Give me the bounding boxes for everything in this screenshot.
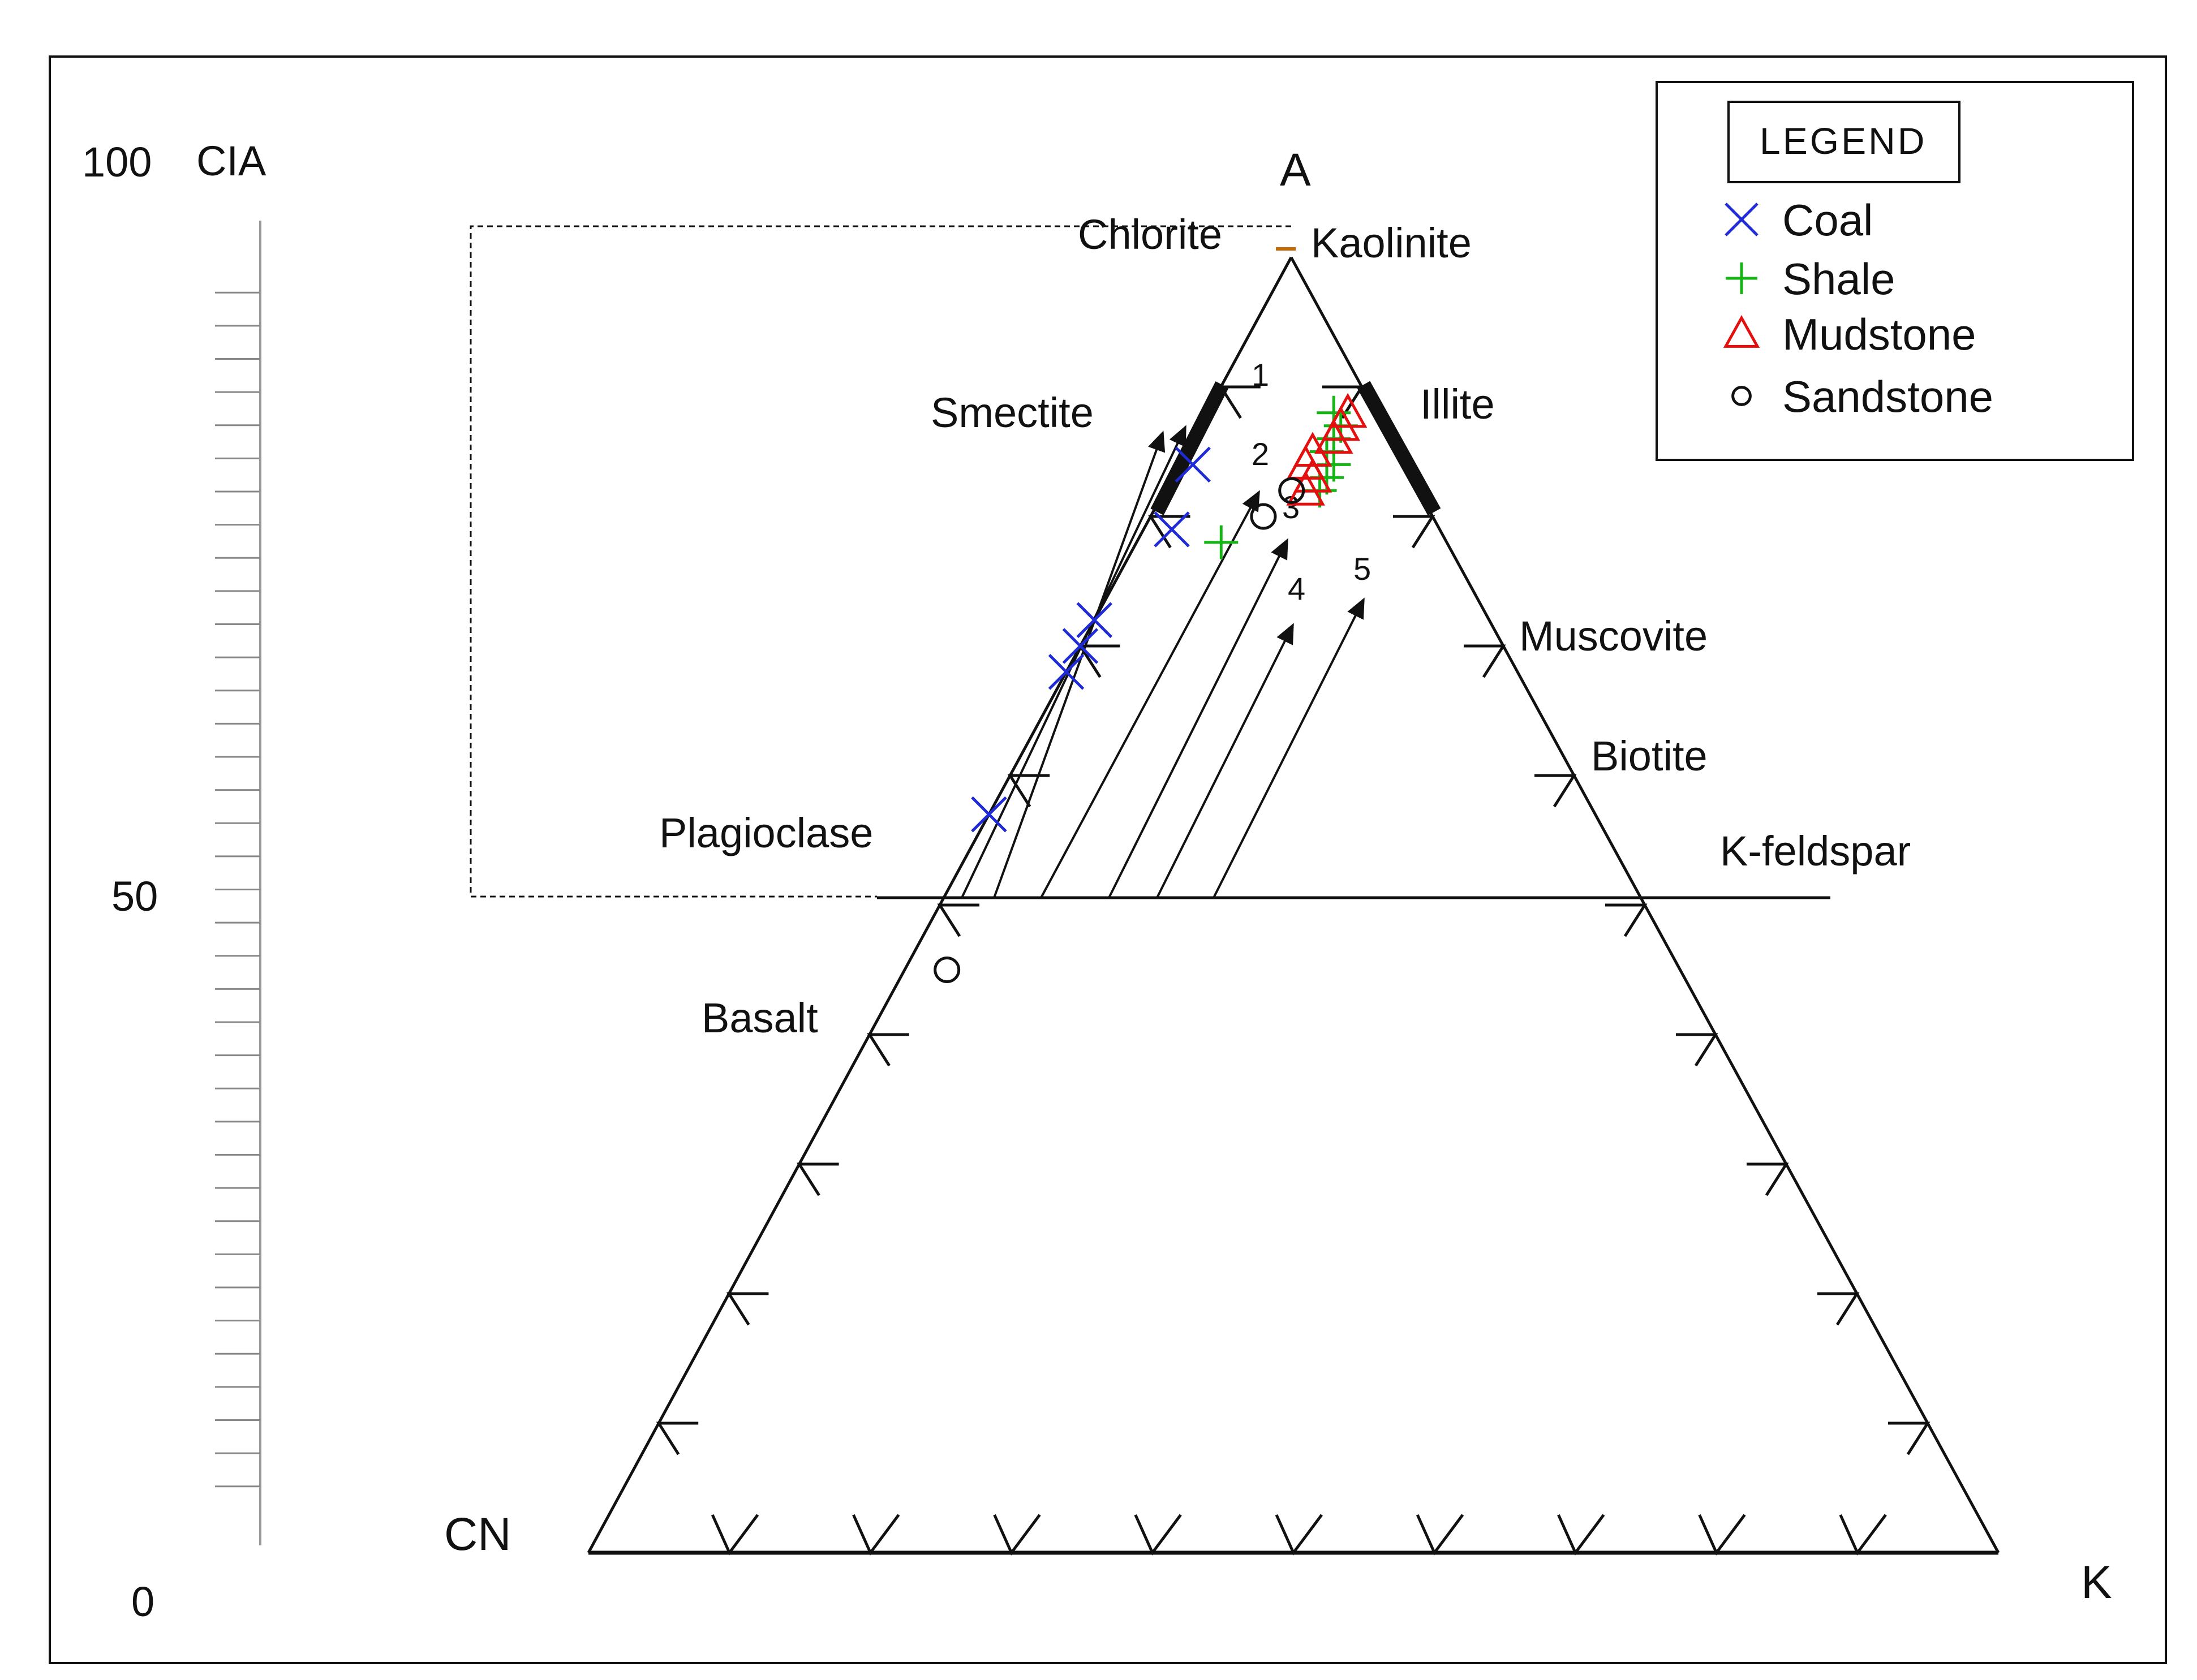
right-side-tick (1464, 644, 1506, 678)
coal-point (1076, 602, 1113, 638)
right-side-tick (1322, 385, 1365, 419)
trend-arrow (1040, 490, 1260, 898)
label-muscovite: Muscovite (1519, 613, 1708, 660)
label-k-feldspar: K-feldspar (1720, 828, 1911, 875)
mudstone-point (1314, 419, 1353, 454)
label-smectite: Smectite (931, 389, 1094, 436)
coal-point (971, 796, 1007, 833)
right-side-tick (1888, 1421, 1931, 1455)
label-chlorite: Chlorite (1078, 211, 1222, 258)
left-side-tick (656, 1421, 699, 1455)
base-tick (1275, 1514, 1323, 1556)
vertex-label-k: K (2081, 1557, 2112, 1608)
triangle-tick-marks (656, 385, 1931, 1556)
base-tick (1134, 1514, 1182, 1556)
cia-tick-0: 0 (131, 1578, 154, 1625)
base-tick (852, 1514, 900, 1556)
mineral-labels: Chlorite Kaolinite Smectite Illite Musco… (659, 211, 1911, 1041)
sandstone-point (934, 957, 961, 983)
right-side-tick (1393, 515, 1435, 549)
smectite-field-bar (1150, 381, 1229, 515)
cia-scale: CIA 100 50 0 (82, 137, 1291, 1625)
cia-ticks (215, 291, 260, 1488)
right-side-tick (1534, 774, 1577, 808)
trend-label-1: 1 (1252, 357, 1269, 393)
base-tick (993, 1514, 1041, 1556)
data-points (934, 393, 1368, 983)
base-tick (1557, 1514, 1605, 1556)
sandstone-point (1278, 477, 1305, 504)
cia-100-dashed-guide (470, 225, 1291, 897)
weathering-trend-arrows (961, 247, 1365, 898)
legend-marker-shale (1726, 262, 1757, 294)
left-side-tick (937, 903, 979, 937)
right-side-tick (1676, 1033, 1718, 1067)
cia-tick-100: 100 (82, 139, 152, 186)
coal-point (1062, 628, 1099, 664)
label-kaolinite: Kaolinite (1311, 219, 1472, 266)
trend-label-4: 4 (1288, 571, 1305, 606)
legend-marker-coal (1725, 203, 1759, 236)
cia-axis-label: CIA (196, 137, 266, 184)
mudstone-point (1286, 471, 1325, 506)
base-tick (1839, 1514, 1887, 1556)
cia-tick-50: 50 (111, 873, 158, 920)
base-tick (1698, 1514, 1746, 1556)
trend-arrow (961, 425, 1186, 898)
left-side-tick (797, 1162, 839, 1196)
left-side-tick (1007, 774, 1050, 808)
label-basalt: Basalt (702, 994, 818, 1041)
legend-label-mudstone: Mudstone (1782, 309, 1976, 359)
label-biotite: Biotite (1591, 733, 1708, 779)
coal-point (1048, 654, 1085, 690)
base-tick (711, 1514, 759, 1556)
trend-arrow (993, 430, 1166, 898)
vertex-label-a: A (1280, 144, 1311, 196)
legend-title: LEGEND (1760, 120, 1927, 162)
illite-field-bar (1357, 381, 1441, 516)
trend-label-3: 3 (1282, 489, 1300, 525)
legend-marker-sandstone (1731, 386, 1752, 406)
trend-arrow (1156, 623, 1294, 898)
trend-arrow (1213, 597, 1365, 898)
label-illite: Illite (1420, 381, 1495, 428)
legend-title-box (1727, 101, 1960, 183)
left-side-tick (1218, 385, 1261, 419)
left-side-tick (867, 1033, 909, 1067)
ternary-triangle (587, 256, 2000, 1556)
trend-label-5: 5 (1353, 551, 1371, 587)
right-side-tick (1817, 1292, 1860, 1326)
legend-label-shale: Shale (1782, 254, 1895, 304)
coal-point (1154, 511, 1190, 548)
vertex-label-cn: CN (444, 1509, 511, 1560)
right-side-tick (1747, 1162, 1789, 1196)
legend-label-coal: Coal (1782, 195, 1873, 245)
shale-point (1204, 525, 1239, 559)
base-tick (1416, 1514, 1464, 1556)
sandstone-point (1250, 503, 1277, 530)
right-side-tick (1605, 903, 1648, 937)
chart-frame (49, 55, 2167, 1664)
trend-label-2: 2 (1252, 436, 1269, 472)
trend-number-labels: 1 2 3 4 5 (1252, 357, 1371, 606)
coal-point (1175, 446, 1211, 483)
label-plagioclase: Plagioclase (659, 809, 873, 856)
legend-label-sandstone: Sandstone (1782, 372, 1993, 421)
left-side-tick (726, 1292, 769, 1326)
legend-marker-mudstone (1723, 315, 1760, 348)
trend-arrow (1108, 538, 1288, 898)
